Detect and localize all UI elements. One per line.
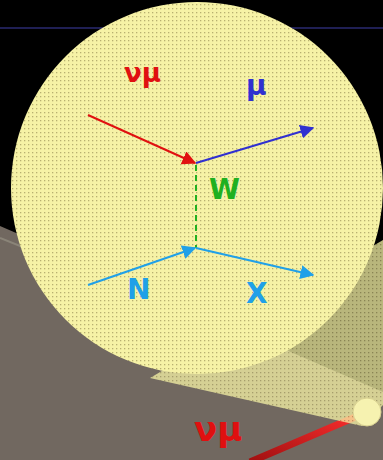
interaction-point [353, 398, 381, 426]
muon-line [196, 128, 313, 163]
particle-label: N [127, 276, 150, 304]
particle-label: W [209, 176, 240, 204]
beam-label: νμ [194, 412, 242, 446]
zoom-circle [11, 2, 383, 374]
particle-label: νμ [124, 60, 161, 86]
w-boson-line [195, 165, 197, 248]
hadron-line [196, 248, 313, 275]
particle-label: μ [246, 72, 267, 100]
neutrino-line [88, 115, 195, 163]
particle-label: X [246, 280, 268, 308]
